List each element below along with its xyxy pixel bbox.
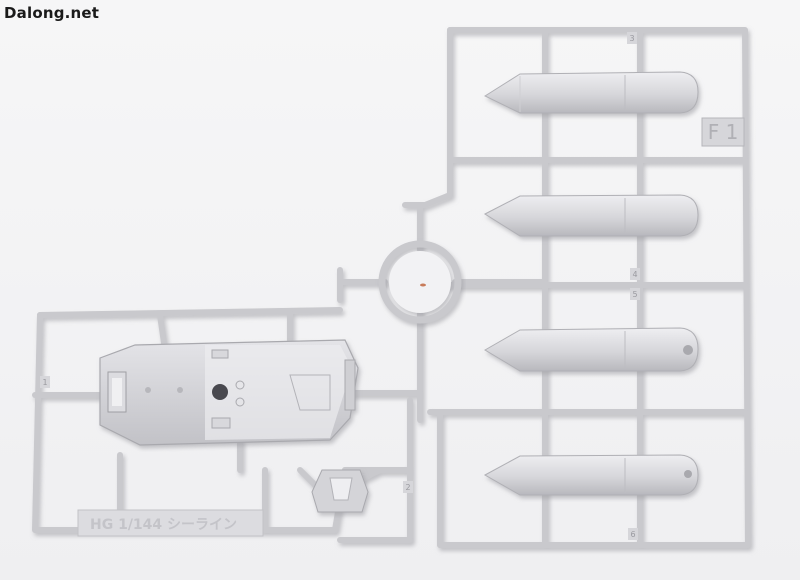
sprue-label-text: HG 1/144 シーライン [90, 517, 237, 533]
gate-number: 5 [632, 290, 637, 299]
sprue-tag-text: F 1 [708, 120, 739, 144]
pod-part-3 [484, 327, 699, 372]
pod-part-1 [483, 71, 699, 114]
sprue-tag-plate: F 1 [701, 117, 745, 147]
gate-numbers: 3 4 5 6 1 2 [40, 32, 640, 540]
hull-part [99, 339, 359, 446]
sprue-label-plate: HG 1/144 シーライン [77, 509, 264, 537]
pod-part-2 [483, 194, 699, 237]
gate-number: 4 [632, 270, 637, 279]
gate-number: 2 [405, 483, 410, 492]
watermark: Dalong.net [4, 4, 100, 22]
sprue-runner-frame [32, 27, 751, 548]
gate-number: 1 [42, 378, 47, 387]
gate-number: 3 [629, 34, 634, 43]
clip-part [311, 469, 369, 513]
pod-part-4 [483, 454, 699, 496]
gate-number: 6 [630, 530, 635, 539]
sprue-ring [378, 240, 462, 324]
